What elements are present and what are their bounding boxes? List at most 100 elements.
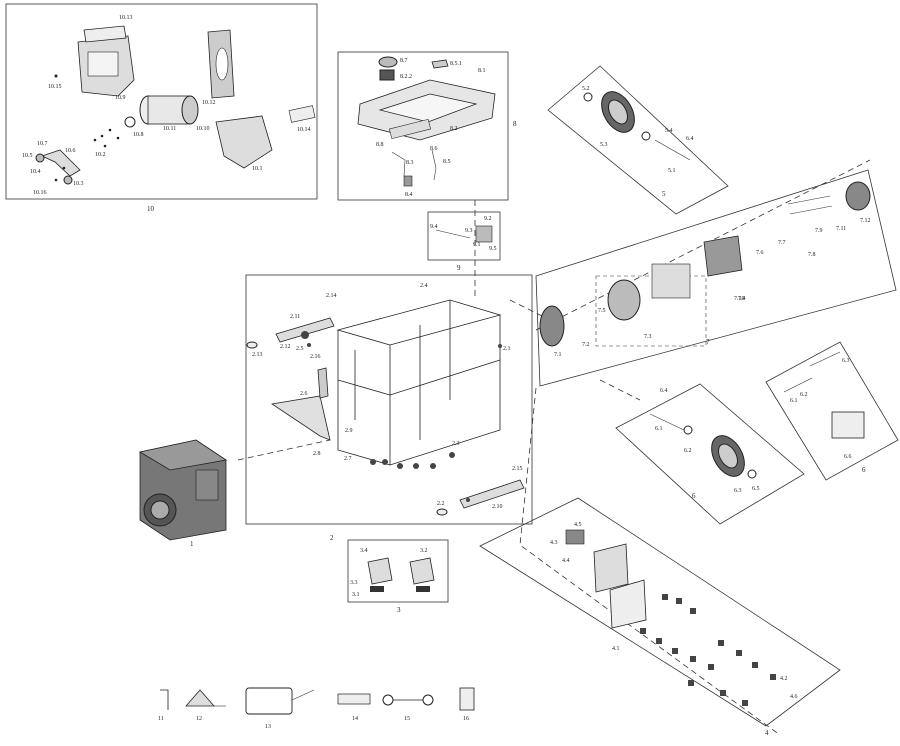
callout: 3.1 — [352, 592, 360, 598]
callout: 10.3 — [73, 181, 84, 187]
callout: 8.5.1 — [450, 61, 462, 67]
callout: 8.8 — [376, 142, 384, 148]
callout: 7.6 — [756, 250, 764, 256]
callout: 10.5 — [22, 153, 33, 159]
callout: 3.2 — [420, 548, 428, 554]
tool-label: 11 — [158, 716, 164, 722]
group-label: 5 — [662, 190, 666, 198]
mounts-group: 3.4 3.2 3.3 3.1 3 — [347, 539, 449, 614]
callout: 6.1 — [790, 398, 798, 404]
callout: 10.1 — [252, 166, 263, 172]
callout: 4.1 — [612, 646, 620, 652]
callout: 3.3 — [350, 580, 358, 586]
callout: 2.3 — [452, 441, 460, 447]
callout: 2.14 — [326, 293, 337, 299]
leader-lines — [237, 159, 871, 736]
callout: 2.8 — [313, 451, 321, 457]
callout: 2.10 — [492, 504, 503, 510]
callout: 5.4 — [665, 128, 673, 134]
callout: 6.5 — [752, 486, 760, 492]
callout: 7.11 — [836, 226, 846, 232]
engine-group: 1 — [138, 439, 228, 548]
tool-label: 13 — [265, 724, 271, 730]
group-label: 6 — [862, 466, 866, 474]
tool-label: 12 — [196, 716, 202, 722]
callout: 2.15 — [512, 466, 523, 472]
callout: 2.5 — [296, 346, 304, 352]
callout: 6.3 — [734, 488, 742, 494]
callout: 3.4 — [360, 548, 368, 554]
alternator-group: 7.1 7.2 7.3 7.4 7.5 7.6 7.7 7.8 7.9 7.10… — [535, 169, 897, 387]
callout: 5.2 — [582, 86, 590, 92]
group-label: 1 — [190, 540, 194, 548]
callout: 10.11 — [163, 126, 176, 132]
callout: 6.3 — [842, 358, 850, 364]
callout: 10.6 — [65, 148, 76, 154]
muffler-group: 10.13 10.15 10.9 10.11 10.12 10.8 10.10 … — [5, 3, 318, 213]
callout: 7.1 — [554, 352, 562, 358]
callout: 4.2 — [780, 676, 788, 682]
callout: 2.1 — [503, 346, 511, 352]
callout: 8.4 — [405, 192, 413, 198]
wheel-bottom-group: 6.4 6.1 6.2 6.3 6.5 6 — [615, 383, 805, 525]
callout: 7.9 — [815, 228, 823, 234]
group-label: 10 — [147, 205, 155, 213]
callout: 10.13 — [119, 15, 133, 21]
callout: 10.10 — [196, 126, 210, 132]
callout: 10.7 — [37, 141, 48, 147]
callout: 4.3 — [550, 540, 558, 546]
tools-row: 11 12 13 14 15 16 — [158, 687, 475, 730]
group-label: 9 — [457, 264, 461, 272]
callout: 6.1 — [655, 426, 663, 432]
callout: 10.8 — [133, 132, 144, 138]
callout: 7.8 — [808, 252, 816, 258]
callout: 7.7 — [778, 240, 786, 246]
callout: 6.2 — [800, 392, 808, 398]
callout: 10.9 — [115, 95, 126, 101]
tool-label: 14 — [352, 716, 358, 722]
callout: 7.4 — [738, 296, 746, 302]
callout: 8.6 — [430, 146, 438, 152]
callout: 9.4 — [430, 224, 438, 230]
frame-group: 2.14 2.13 2.11 2.12 2.5 2.16 2.9 2.8 2.7… — [245, 274, 533, 542]
callout: 8.2 — [450, 126, 458, 132]
group-label: 6 — [692, 492, 696, 500]
callout: 10.12 — [202, 100, 216, 106]
callout: 9.2 — [484, 216, 492, 222]
callout: 4.6 — [790, 694, 798, 700]
callout: 10.4 — [30, 169, 41, 175]
callout: 7.5 — [598, 308, 606, 314]
callout: 2.9 — [345, 428, 353, 434]
callout: 6.2 — [684, 448, 692, 454]
callout: 2.12 — [280, 344, 291, 350]
callout: 10.14 — [297, 127, 311, 133]
callout: 2.6 — [300, 391, 308, 397]
callout: 10.15 — [48, 84, 62, 90]
callout: 10.2 — [95, 152, 106, 158]
fuel-valve-group: 9.4 9.3 9.1 9.2 9.5 9 — [427, 211, 501, 272]
callout: 2.13 — [252, 352, 263, 358]
tool-label: 16 — [463, 716, 469, 722]
callout: 5.3 — [600, 142, 608, 148]
wheel-top-group: 5.2 5.3 5.4 5.1 6.4 5 — [547, 65, 729, 215]
group-label: 4 — [765, 729, 769, 737]
fuel-tank-group: 8.7 8.2.2 8.5.1 8.1 8.2 8.8 8.3 8.6 8.4 … — [337, 51, 517, 201]
callout: 2.4 — [420, 283, 428, 289]
callout: 8.2.2 — [400, 74, 412, 80]
callout: 4.5 — [574, 522, 582, 528]
callout: 4.4 — [562, 558, 570, 564]
callout: 6.4 — [686, 136, 694, 142]
callout: 7.2 — [582, 342, 590, 348]
callout: 2.7 — [344, 456, 352, 462]
callout: 2.11 — [290, 314, 300, 320]
callout: 7.12 — [860, 218, 871, 224]
tool-label: 15 — [404, 716, 410, 722]
battery-group: 6.1 6.2 6.3 6.6 6 — [765, 341, 899, 481]
control-panel-group: 4.5 4.3 4.1 4.4 4.2 4.6 4 — [479, 497, 841, 737]
callout: 5.1 — [668, 168, 676, 174]
callout: 9.3 — [465, 228, 473, 234]
group-label: 2 — [330, 534, 334, 542]
group-label: 8 — [513, 120, 517, 128]
callout: 8.1 — [478, 68, 486, 74]
callout: 8.3 — [406, 160, 414, 166]
